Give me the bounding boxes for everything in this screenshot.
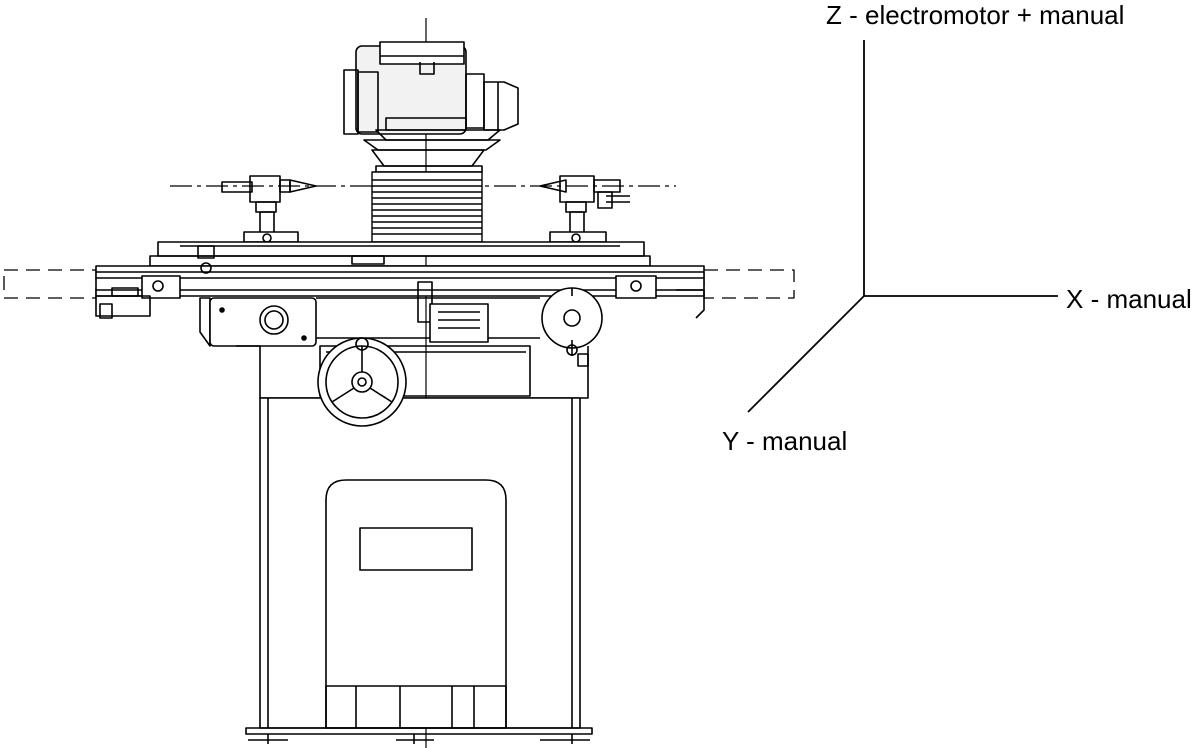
- right-tailstock: [539, 175, 630, 243]
- y-axis-label: Y - manual: [722, 426, 848, 456]
- handwheel: [317, 337, 407, 427]
- work-table: [95, 241, 705, 319]
- axis-triad: [747, 40, 1058, 413]
- right-crank-dial: [541, 287, 603, 367]
- left-tailstock: [221, 175, 317, 243]
- machine-base: [236, 345, 593, 744]
- x-axis-label: X - manual: [1066, 284, 1192, 314]
- saddle: [199, 281, 540, 347]
- z-axis-label: Z - electromotor + manual: [826, 0, 1125, 30]
- y-axis-line: [747, 295, 865, 413]
- grinding-head: [343, 41, 519, 173]
- bellows-column: [371, 171, 483, 243]
